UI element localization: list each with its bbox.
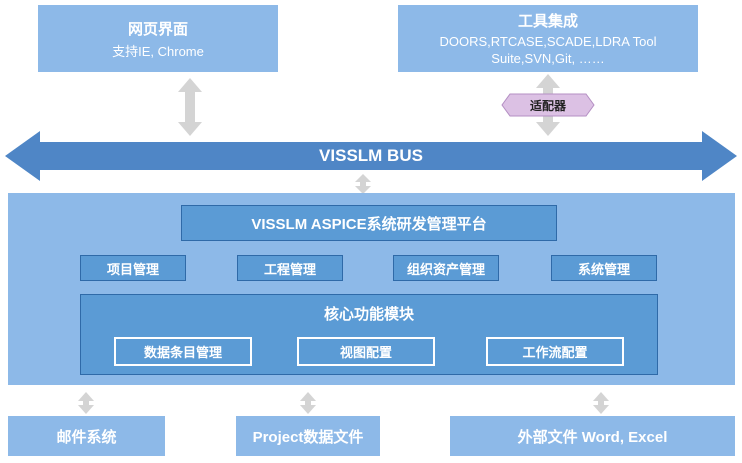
project-file-box: Project数据文件: [236, 416, 380, 456]
platform-title: VISSLM ASPICE系统研发管理平台: [181, 205, 557, 241]
web-bus-double-arrow: [178, 78, 202, 136]
module-project-management: 项目管理: [80, 255, 186, 281]
core-module-title: 核心功能模块: [323, 305, 414, 323]
module-system-management: 系统管理: [551, 255, 657, 281]
mail-double-arrow: [78, 392, 94, 414]
mail-system-label: 邮件系统: [56, 428, 117, 446]
mail-system-box: 邮件系统: [8, 416, 165, 456]
project-double-arrow: [300, 392, 316, 414]
tool-integration-title: 工具集成: [517, 13, 578, 30]
core-item-workflow-config: 工作流配置: [486, 337, 624, 366]
module-org-asset-management: 组织资产管理: [393, 255, 499, 281]
external-double-arrow: [593, 392, 609, 414]
bus-arrow: [5, 131, 737, 181]
module-engineering-management: 工程管理: [237, 255, 343, 281]
web-interface-subtitle: 支持IE, Chrome: [112, 43, 204, 59]
tool-integration-box: 工具集成 DOORS,RTCASE,SCADE,LDRA Tool Suite,…: [398, 5, 698, 72]
web-interface-box: 网页界面 支持IE, Chrome: [38, 5, 278, 72]
external-file-label: 外部文件 Word, Excel: [517, 428, 668, 446]
adapter-shape: [501, 93, 595, 117]
bus-platform-double-arrow: [355, 174, 371, 194]
bus-label: VISSLM BUS: [319, 146, 423, 165]
adapter-label: 适配器: [529, 98, 566, 113]
project-file-label: Project数据文件: [252, 428, 364, 446]
core-item-data-entry: 数据条目管理: [114, 337, 252, 366]
web-interface-title: 网页界面: [127, 20, 188, 38]
tool-integration-line2: Suite,SVN,Git, ……: [491, 51, 605, 66]
tool-integration-line1: DOORS,RTCASE,SCADE,LDRA Tool: [439, 34, 657, 49]
external-file-box: 外部文件 Word, Excel: [450, 416, 735, 456]
core-item-view-config: 视图配置: [297, 337, 435, 366]
